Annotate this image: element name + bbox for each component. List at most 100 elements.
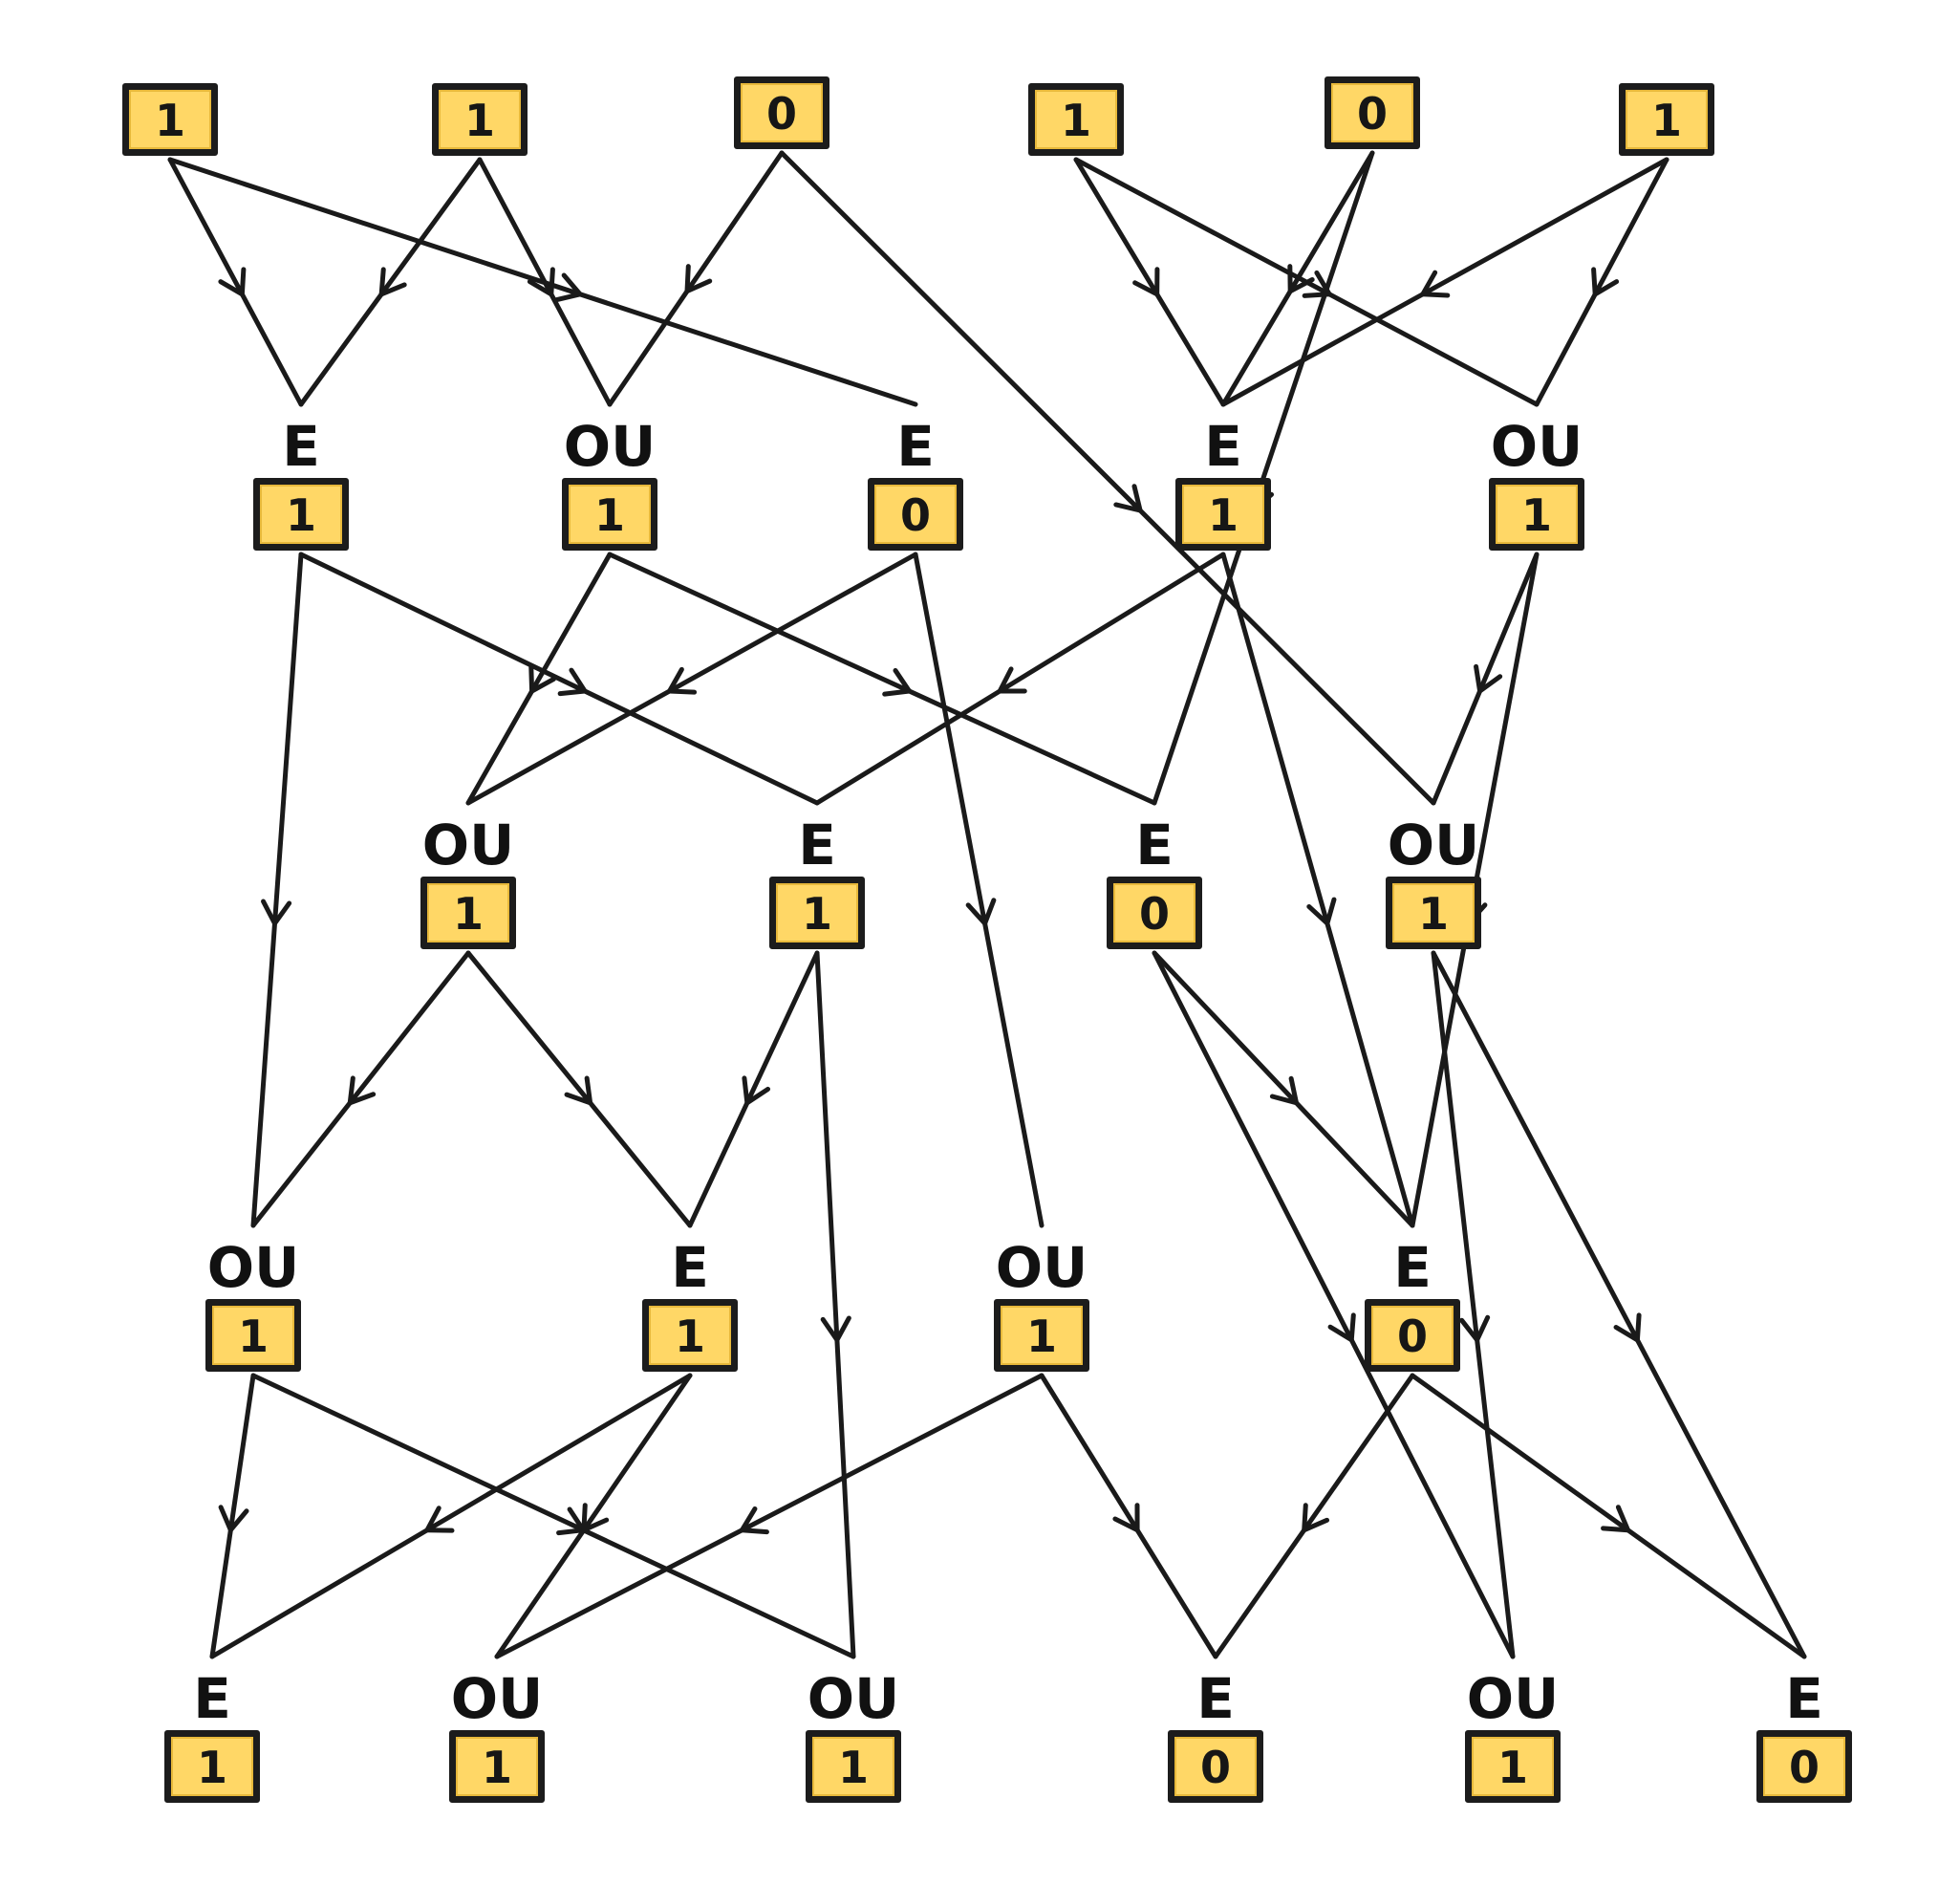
gate-label: E [1785,1666,1823,1731]
arrowhead-1.0-to-2.1 [557,667,588,697]
bit-box: 1 [562,478,657,551]
wire-1.4-to-2.3 [1431,552,1540,806]
arrowhead-1.2-to-2.0 [667,666,698,695]
gate-label: OU [1466,1666,1560,1731]
bit-box: 1 [1619,83,1714,156]
bit-box: 0 [1365,1299,1460,1372]
bit-box: 1 [164,1730,260,1803]
wire-1.2-to-3.2 [913,552,1045,1228]
arrowhead-3.0-to-4.0 [218,1505,249,1533]
wire-3.3-to-4.5 [1410,1373,1807,1659]
wire-3.0-to-4.2 [250,1373,856,1659]
gate-label: OU [995,1235,1088,1300]
wire-1.0-to-3.0 [250,552,304,1228]
arrowhead-3.2-to-4.1 [740,1506,769,1535]
arrowhead-1.1-to-2.2 [882,667,912,697]
wire-0.1-to-1.1 [477,157,613,407]
arrowhead-0.1-to-1.0 [378,267,407,297]
arrowhead-3.1-to-4.0 [424,1506,455,1533]
bit-value: 1 [1497,1742,1528,1793]
bit-value: 1 [593,489,625,541]
wire-0.3-to-1.3 [1073,157,1226,407]
arrowhead-1.1-to-2.0 [528,663,556,694]
wire-0.4-to-1.3 [1220,150,1375,407]
wire-2.3-to-4.4 [1431,950,1516,1659]
arrowhead-2.2-to-3.3 [1269,1075,1299,1106]
arrowhead-1.0-to-3.0 [261,899,292,926]
gate-label: OU [206,1235,300,1300]
arrowhead-2.0-to-3.1 [564,1075,593,1106]
arrowhead-1.2-to-3.2 [965,898,997,926]
gate-label: E [1393,1235,1432,1300]
bit-value: 0 [1199,1742,1231,1793]
bit-box: 1 [806,1730,901,1803]
wire-2.1-to-4.2 [814,950,856,1659]
gate-label: OU [1490,414,1583,479]
wire-2.0-to-3.1 [465,950,693,1228]
bit-box: 0 [1168,1730,1263,1803]
arrowhead-0.2-to-1.1 [684,264,713,294]
bit-box: 0 [1325,76,1420,149]
bit-value: 1 [837,1742,869,1793]
arrowhead-0.0-to-1.2 [553,272,583,303]
bit-value: 1 [481,1742,512,1793]
arrowhead-3.1-to-4.1 [581,1503,610,1533]
wire-3.2-to-4.3 [1039,1373,1218,1659]
bit-box: 1 [1175,478,1271,551]
arrowhead-2.3-to-4.4 [1459,1314,1491,1343]
wire-1.3-to-2.1 [814,552,1226,806]
bit-value: 1 [1060,95,1091,146]
bit-value: 1 [1650,95,1682,146]
wire-2.1-to-3.1 [687,950,820,1228]
arrowhead-2.3-to-4.5 [1613,1312,1642,1343]
bit-value: 1 [1025,1311,1057,1362]
bit-box: 1 [642,1299,738,1372]
bit-box: 1 [205,1299,301,1372]
bit-value: 0 [1138,888,1170,940]
bit-box: 1 [769,877,865,949]
bit-box: 0 [868,478,963,551]
wire-1.1-to-2.2 [607,552,1157,806]
wire-0.1-to-1.0 [298,157,483,407]
gate-label: E [896,414,935,479]
gate-label: OU [1387,812,1480,878]
arrowhead-1.3-to-2.1 [997,666,1027,694]
bit-value: 0 [899,489,931,541]
bit-box: 0 [734,76,829,149]
wire-3.1-to-4.0 [209,1373,693,1659]
wire-group [167,150,1807,1659]
gate-label: E [798,812,836,878]
bit-box: 1 [1386,877,1481,949]
arrowhead-2.1-to-4.2 [820,1315,851,1343]
wire-3.1-to-4.1 [494,1373,693,1659]
wire-0.2-to-1.1 [607,150,785,407]
bit-box: 1 [432,83,528,156]
wire-0.0-to-1.0 [167,157,304,407]
bit-value: 1 [1417,888,1449,940]
bit-value: 0 [1396,1311,1428,1362]
wire-1.3-to-3.3 [1220,552,1415,1228]
gate-label: E [1196,1666,1235,1731]
arrowhead-0.4-to-1.3 [1287,264,1315,294]
bit-value: 1 [196,1742,227,1793]
gate-label: OU [421,812,515,878]
bit-value: 0 [1356,88,1388,140]
gate-label: E [1135,812,1174,878]
arrowhead-3.2-to-4.3 [1112,1503,1140,1533]
arrowhead-0.0-to-1.0 [218,267,247,297]
wire-2.2-to-4.4 [1152,950,1516,1659]
bit-box: 0 [1756,1730,1852,1803]
gate-label: E [282,414,320,479]
bit-box: 0 [1107,877,1202,949]
wire-3.3-to-4.3 [1213,1373,1415,1659]
bit-box: 1 [122,83,218,156]
arrowhead-2.1-to-3.1 [742,1075,771,1106]
bit-value: 0 [765,88,797,140]
bit-box: 1 [1489,478,1584,551]
wire-1.2-to-2.0 [465,552,918,806]
gate-label: E [193,1666,231,1731]
arrowhead-2.0-to-3.0 [347,1075,377,1106]
arrowhead-0.3-to-1.3 [1132,267,1160,297]
